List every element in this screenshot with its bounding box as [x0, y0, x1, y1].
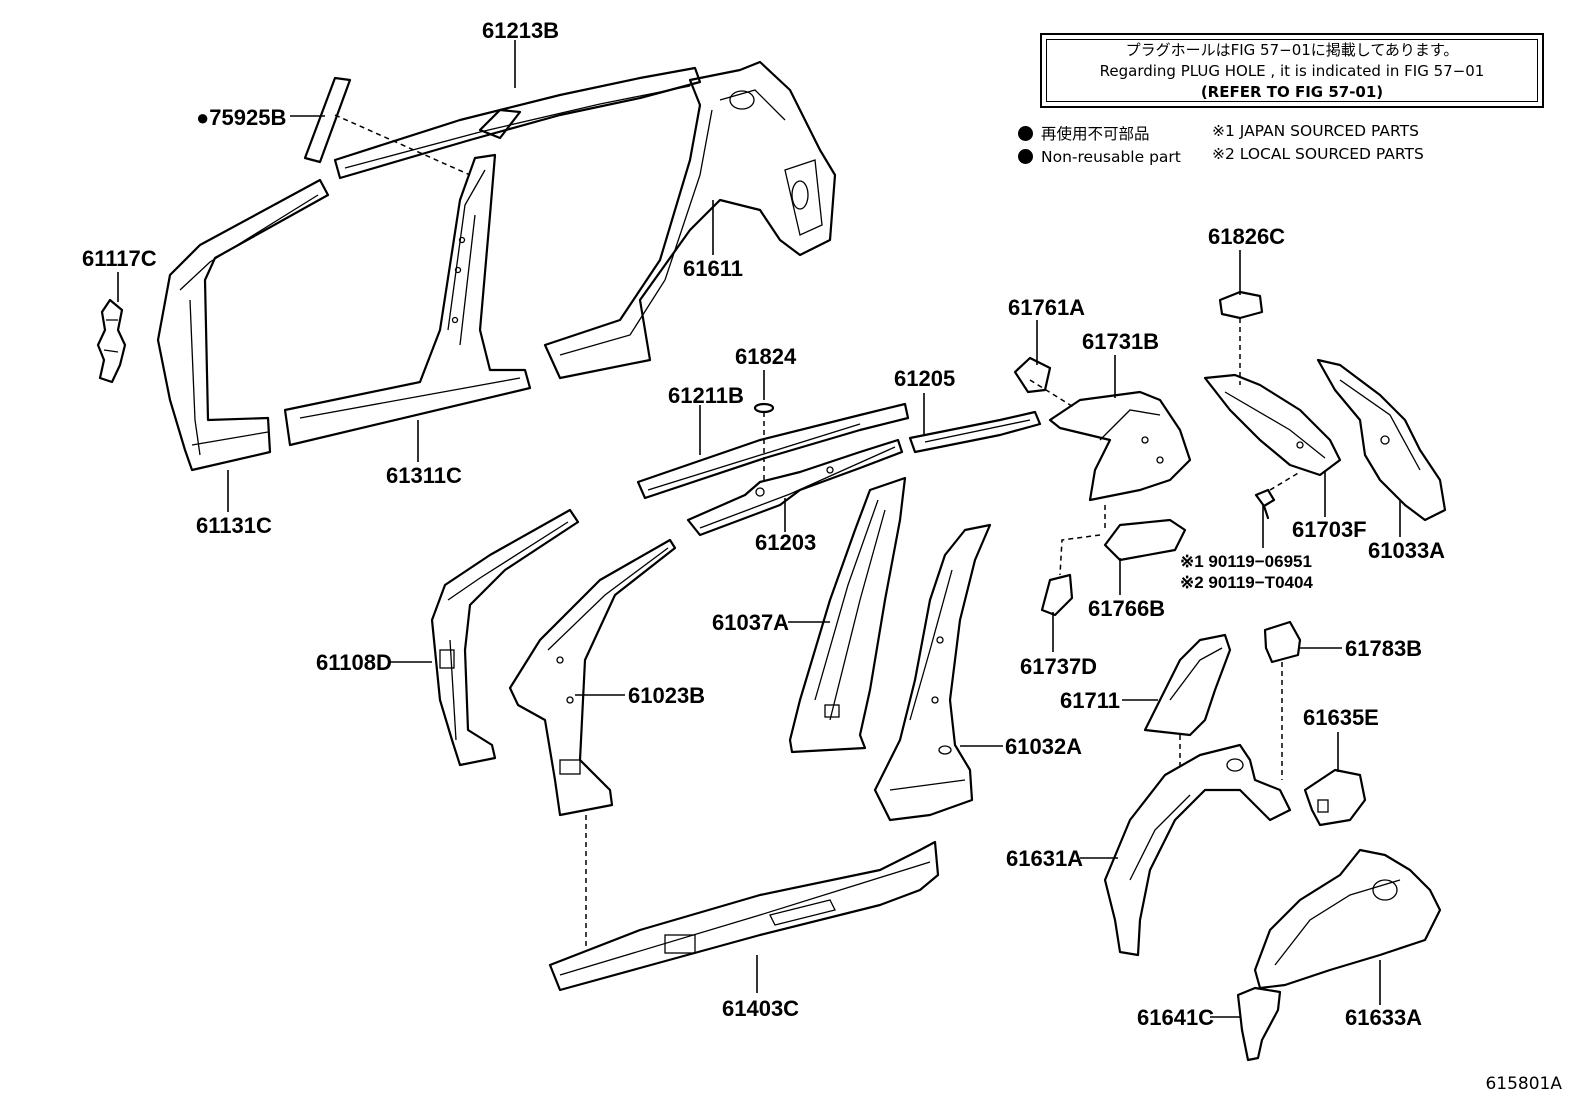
part-61108D-shape	[430, 508, 580, 767]
label-61037A: 61037A	[712, 610, 789, 635]
label-61737D: 61737D	[1020, 654, 1097, 679]
legend-nonreusable-jp-text: 再使用不可部品	[1041, 125, 1150, 143]
label-90119-T0404: ※2 90119−T0404	[1180, 573, 1313, 592]
nonreusable-dot-icon	[1018, 149, 1033, 164]
part-61211B-shape	[636, 402, 910, 500]
part-61783B-shape	[1263, 620, 1302, 664]
part-61766B-shape	[1103, 518, 1187, 562]
figure-number: 615801A	[1485, 1074, 1562, 1094]
legend-japan-sourced: ※1 JAPAN SOURCED PARTS	[1212, 122, 1419, 140]
label-61023B: 61023B	[628, 683, 705, 708]
part-61033A-shape	[1316, 358, 1447, 522]
part-61703F-shape	[1203, 373, 1342, 477]
part-61311C-shape	[283, 153, 532, 447]
part-61117C-shape	[96, 298, 127, 384]
reference-note-inner: プラグホールはFIG 57−01に掲載してあります。 Regarding PLU…	[1046, 39, 1538, 102]
part-61032A-shape	[873, 523, 992, 822]
label-61631A: 61631A	[1006, 846, 1083, 871]
label-61641C: 61641C	[1137, 1005, 1214, 1030]
part-61737D-shape	[1040, 573, 1074, 617]
label-61403C: 61403C	[722, 996, 799, 1021]
part-labels: 61213B ●75925B 61117C 61611 61311C 61131…	[82, 18, 1445, 1030]
label-61824: 61824	[735, 344, 797, 369]
label-61032A: 61032A	[1005, 734, 1082, 759]
note-line-english: Regarding PLUG HOLE , it is indicated in…	[1099, 62, 1485, 80]
part-61761A-shape	[1013, 356, 1052, 394]
part-61824-shape	[753, 402, 775, 414]
nonreusable-dot-icon	[1018, 126, 1033, 141]
legend-nonreusable-en: Non-reusable part	[1018, 148, 1181, 166]
note-line-refer: (REFER TO FIG 57-01)	[1200, 83, 1384, 101]
part-61711-shape	[1143, 633, 1232, 737]
assembly-lines	[334, 114, 1301, 950]
label-61211B: 61211B	[668, 383, 744, 408]
label-61703F: 61703F	[1292, 517, 1367, 542]
label-61033A: 61033A	[1368, 538, 1445, 563]
part-61635E-shape	[1303, 768, 1367, 827]
label-61205: 61205	[894, 366, 955, 391]
part-61641C-shape	[1236, 986, 1282, 1062]
part-61203-shape	[686, 438, 904, 537]
part-61037A-shape	[788, 476, 907, 754]
note-line-japanese: プラグホールはFIG 57−01に掲載してあります。	[1125, 41, 1459, 59]
legend-local-sourced: ※2 LOCAL SOURCED PARTS	[1212, 145, 1424, 163]
part-61205-shape	[908, 410, 1042, 454]
label-61635E: 61635E	[1303, 705, 1379, 730]
label-61711: 61711	[1060, 688, 1120, 713]
legend-nonreusable-jp: 再使用不可部品	[1018, 122, 1150, 144]
part-61826C-shape	[1218, 290, 1264, 320]
reference-note-box: プラグホールはFIG 57−01に掲載してあります。 Regarding PLU…	[1040, 33, 1544, 108]
label-61633A: 61633A	[1345, 1005, 1422, 1030]
part-61213B-shape	[333, 66, 702, 180]
label-61783B: 61783B	[1345, 636, 1422, 661]
part-61633A-shape	[1253, 848, 1442, 990]
label-61826C: 61826C	[1208, 224, 1285, 249]
part-61731B-shape	[1048, 390, 1192, 502]
label-61766B: 61766B	[1088, 596, 1165, 621]
part-61611-shape	[543, 60, 837, 380]
part-75925B-shape	[303, 76, 352, 164]
label-61731B: 61731B	[1082, 329, 1159, 354]
label-61108D: 61108D	[316, 650, 392, 675]
bolt-shape	[1254, 488, 1276, 520]
label-61213B: 61213B	[482, 18, 559, 43]
part-61131C-shape	[156, 178, 330, 472]
label-61131C: 61131C	[196, 513, 272, 538]
label-61203: 61203	[755, 530, 816, 555]
label-90119-06951: ※1 90119−06951	[1180, 552, 1312, 571]
label-61311C: 61311C	[386, 463, 462, 488]
part-61403C-shape	[548, 840, 940, 992]
label-61611: 61611	[683, 256, 743, 281]
part-61023B-shape	[508, 538, 677, 817]
label-61761A: 61761A	[1008, 295, 1085, 320]
leader-lines	[117, 40, 1401, 1018]
label-75925B: ●75925B	[196, 105, 286, 130]
label-61117C: 61117C	[82, 246, 157, 271]
legend-nonreusable-en-text: Non-reusable part	[1041, 148, 1181, 166]
part-61631A-shape	[1103, 743, 1292, 957]
